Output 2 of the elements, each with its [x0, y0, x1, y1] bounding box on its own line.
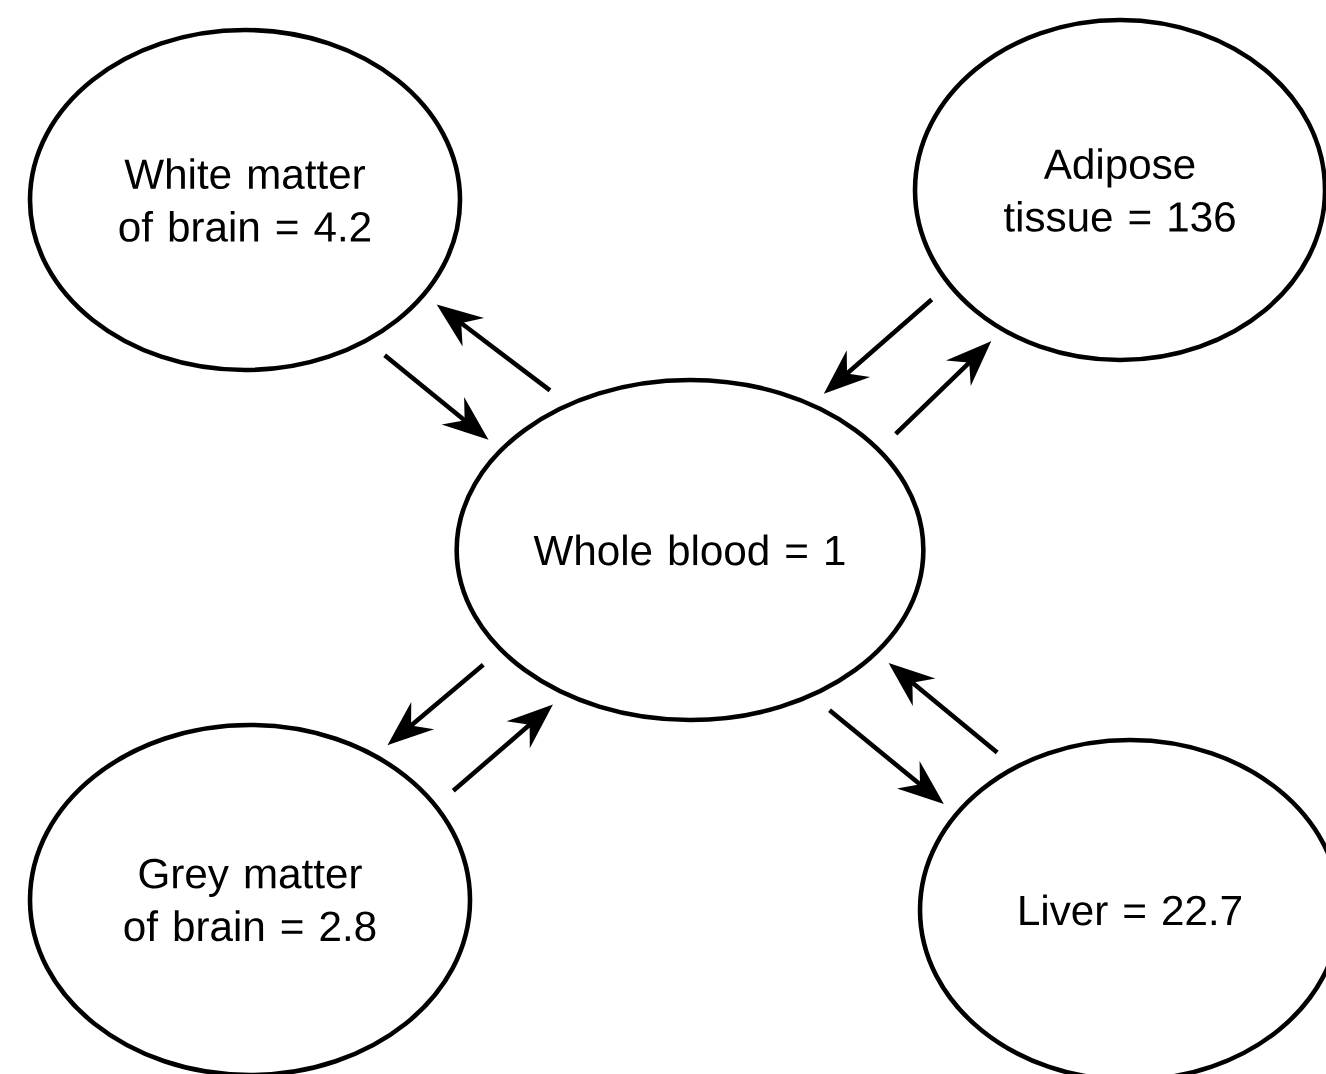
ellipse-node: White matter of brain = 4.2	[27, 27, 463, 373]
ellipse-node: Whole blood = 1	[454, 377, 926, 723]
